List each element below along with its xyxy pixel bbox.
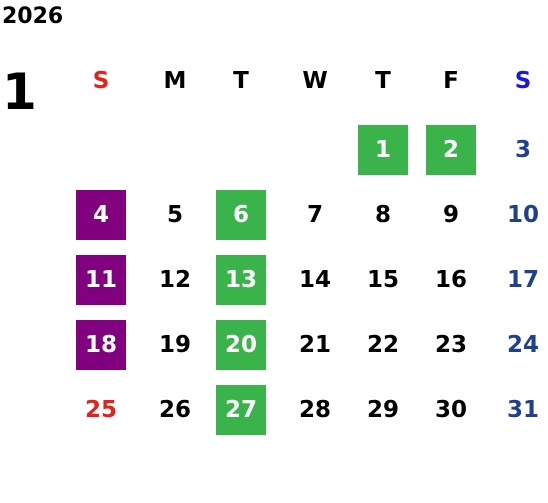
day-cell-16: 16	[434, 267, 467, 293]
day-cell-26: 26	[158, 397, 191, 423]
day-cell-13: 13	[216, 255, 266, 305]
day-cell-27: 27	[216, 385, 266, 435]
day-cell-31: 31	[506, 397, 539, 423]
day-cell-12: 12	[158, 267, 191, 293]
day-cell-9: 9	[442, 202, 459, 228]
day-cell-17: 17	[506, 267, 539, 293]
day-cell-2: 2	[426, 125, 476, 175]
day-cell-25: 25	[84, 397, 117, 423]
day-cell-23: 23	[434, 332, 467, 358]
day-cell-4: 4	[76, 190, 126, 240]
day-cell-3: 3	[514, 137, 531, 163]
weekday-header-wednesday: W	[302, 68, 328, 94]
weekday-header-tuesday: T	[233, 68, 249, 94]
day-cell-5: 5	[166, 202, 183, 228]
weekday-header-friday: F	[443, 68, 459, 94]
day-cell-28: 28	[298, 397, 331, 423]
day-cell-21: 21	[298, 332, 331, 358]
day-cell-29: 29	[366, 397, 399, 423]
day-cell-30: 30	[434, 397, 467, 423]
weekday-header-monday: M	[163, 68, 187, 94]
day-cell-1: 1	[358, 125, 408, 175]
weekday-header-thursday: T	[375, 68, 391, 94]
day-cell-6: 6	[216, 190, 266, 240]
day-cell-15: 15	[366, 267, 399, 293]
day-cell-19: 19	[158, 332, 191, 358]
month-number: 1	[2, 63, 37, 121]
weekday-header-saturday: S	[514, 68, 532, 94]
day-cell-7: 7	[306, 202, 323, 228]
day-cell-10: 10	[506, 202, 539, 228]
weekday-header-sunday: S	[92, 68, 110, 94]
day-cell-24: 24	[506, 332, 539, 358]
year-label: 2026	[2, 4, 64, 29]
day-cell-18: 18	[76, 320, 126, 370]
day-cell-22: 22	[366, 332, 399, 358]
day-cell-11: 11	[76, 255, 126, 305]
day-cell-14: 14	[298, 267, 331, 293]
day-cell-20: 20	[216, 320, 266, 370]
day-cell-8: 8	[374, 202, 391, 228]
